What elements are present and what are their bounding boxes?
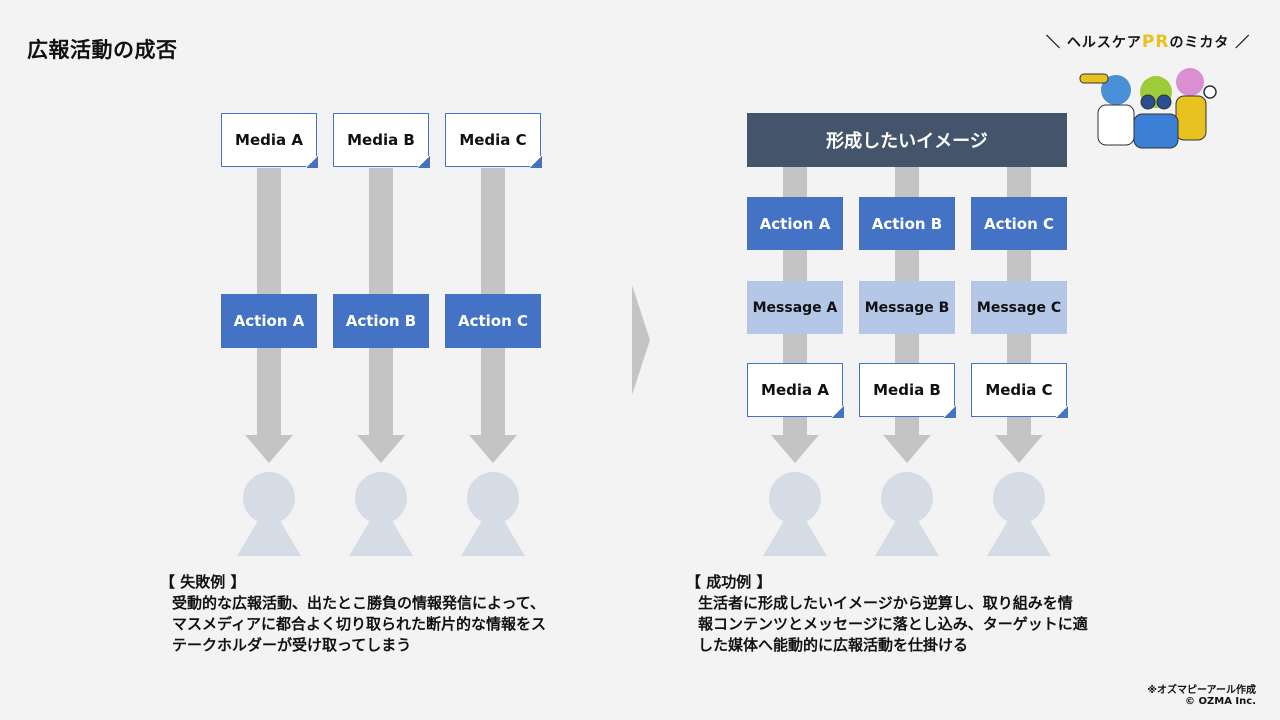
failure-text-line: マスメディアに都合よく切り取られた断片的な情報をス [172, 615, 546, 633]
people-with-binoculars-illustration [1079, 68, 1217, 149]
media-label: Media A [761, 381, 829, 399]
stakeholder-person-icon [987, 472, 1051, 556]
media-label: Media B [347, 131, 415, 149]
media-label: Media A [235, 131, 303, 149]
brand-highlight: PR [1141, 32, 1170, 52]
message-box: Message A [747, 281, 843, 334]
page-fold-icon [944, 406, 956, 418]
flow-arrow-head [771, 435, 819, 463]
failure-text-line: テークホルダーが受け取ってしまう [172, 636, 412, 654]
flow-arrow-head [469, 435, 517, 463]
media-box: Media B [859, 363, 956, 418]
action-box: Action C [445, 294, 541, 348]
page-fold-icon [306, 156, 318, 168]
message-box: Message C [971, 281, 1067, 334]
page-fold-icon [530, 156, 542, 168]
media-box: Media B [333, 113, 430, 168]
credit-note: ※オズマピーアール作成 [1147, 685, 1256, 696]
media-label: Media C [985, 381, 1053, 399]
media-box: Media A [747, 363, 844, 418]
page-fold-icon [1056, 406, 1068, 418]
stakeholder-person-icon [237, 472, 301, 556]
stakeholder-person-icon [875, 472, 939, 556]
message-box: Message B [859, 281, 955, 334]
action-box: Action A [221, 294, 317, 348]
brand-suffix: のミカタ ／ [1169, 35, 1251, 51]
page-title: 広報活動の成否 [27, 38, 178, 62]
page-fold-icon [418, 156, 430, 168]
media-box: Media C [445, 113, 542, 168]
success-text-line: 報コンテンツとメッセージに落とし込み、ターゲットに適 [698, 615, 1088, 633]
stakeholder-person-icon [461, 472, 525, 556]
action-box: Action B [859, 197, 955, 250]
stakeholder-person-icon [763, 472, 827, 556]
stakeholder-person-icon [349, 472, 413, 556]
brand-logo: ＼ ヘルスケアPRのミカタ ／ [1046, 32, 1250, 52]
copyright: © OZMA Inc. [1185, 696, 1256, 707]
target-image-header: 形成したいイメージ [747, 113, 1067, 167]
success-text-line: した媒体へ能動的に広報活動を仕掛ける [698, 636, 969, 654]
action-box: Action C [971, 197, 1067, 250]
failure-text-line: 受動的な広報活動、出たとこ勝負の情報発信によって、 [172, 594, 546, 612]
flow-arrow-head [357, 435, 405, 463]
page-fold-icon [832, 406, 844, 418]
failure-heading: 【 失敗例 】 [160, 573, 246, 591]
flow-arrow-head [245, 435, 293, 463]
media-box: Media A [221, 113, 318, 168]
transition-chevron-icon [632, 285, 650, 395]
media-label: Media C [459, 131, 527, 149]
media-label: Media B [873, 381, 941, 399]
flow-arrow-head [995, 435, 1043, 463]
success-heading: 【 成功例 】 [686, 573, 772, 591]
brand-prefix: ＼ ヘルスケア [1046, 35, 1142, 51]
failure-caption: 【 失敗例 】 受動的な広報活動、出たとこ勝負の情報発信によって、 マスメディア… [160, 572, 546, 656]
flow-arrow-head [883, 435, 931, 463]
action-box: Action B [333, 294, 429, 348]
action-box: Action A [747, 197, 843, 250]
success-caption: 【 成功例 】 生活者に形成したいイメージから逆算し、取り組みを情 報コンテンツ… [686, 572, 1088, 656]
success-text-line: 生活者に形成したいイメージから逆算し、取り組みを情 [698, 594, 1073, 612]
media-box: Media C [971, 363, 1068, 418]
